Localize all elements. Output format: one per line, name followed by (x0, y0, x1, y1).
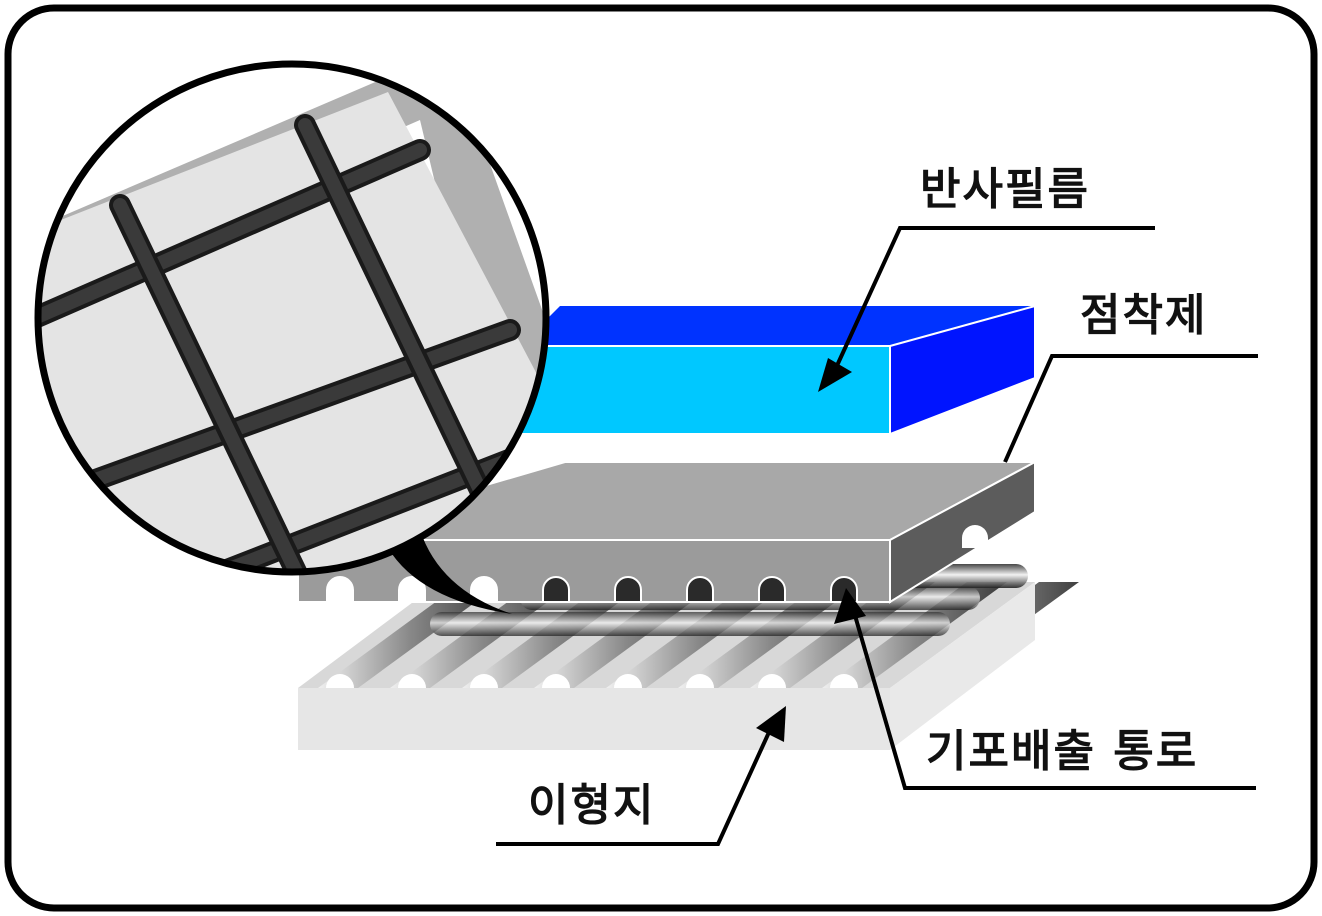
arrow-head-air-channel (834, 588, 866, 624)
release-paper-side (890, 582, 1035, 750)
reflective-film-side (889, 304, 1036, 436)
magnifier-lens (34, 60, 550, 614)
reflective-film-layer (514, 304, 1036, 436)
grid-lines (38, 114, 546, 572)
leader-air-channel (834, 588, 1256, 790)
leader-release-paper (496, 706, 786, 846)
label-adhesive: 점착제 (1080, 290, 1208, 341)
release-paper-scallops (326, 674, 858, 688)
release-paper-front (298, 688, 890, 750)
label-air-release-channel: 기포배출 통로 (926, 726, 1199, 777)
adhesive-side (889, 460, 1036, 604)
reflective-film-front (514, 345, 891, 435)
label-reflective-film: 반사필름 (920, 164, 1090, 215)
leader-reflective-film (818, 226, 1155, 392)
adhesive-layer (297, 460, 1036, 604)
label-release-paper: 이형지 (528, 780, 656, 831)
leader-adhesive (1003, 354, 1258, 463)
arrow-head-release-paper (756, 706, 786, 742)
magnifier-pointer (388, 530, 512, 614)
arrow-head-reflective-film (818, 358, 852, 392)
reflective-film-top (520, 306, 1035, 346)
